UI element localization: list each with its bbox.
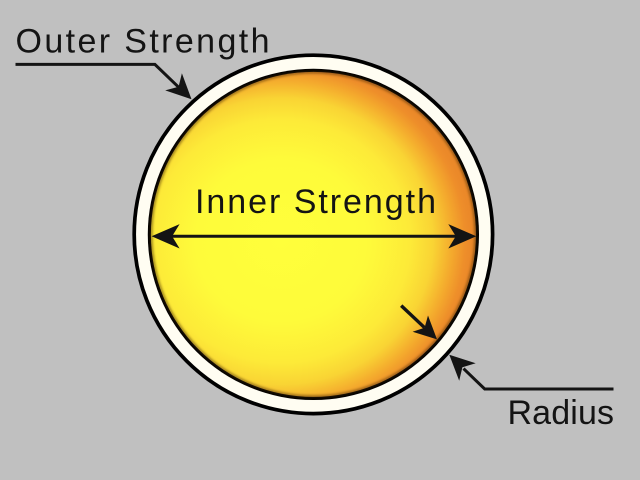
svg-text:Inner Strength: Inner Strength [195,183,436,221]
svg-text:Outer Strength: Outer Strength [16,23,270,61]
svg-text:Radius: Radius [508,394,615,432]
